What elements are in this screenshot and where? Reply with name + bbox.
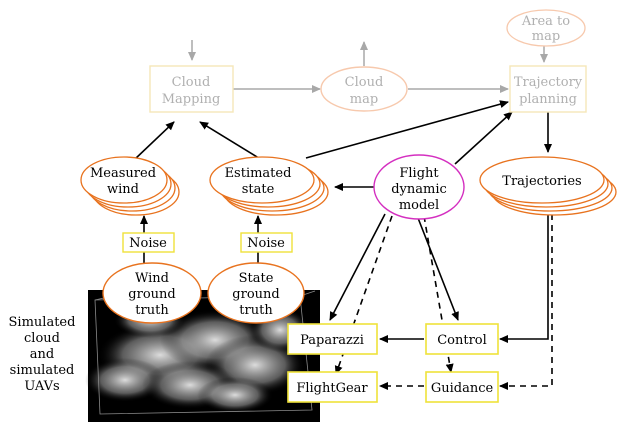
node-cloud-mapping: Cloud Mapping xyxy=(149,65,234,113)
arrow-model-to-planning xyxy=(454,111,513,165)
cloud-map-line1: Cloud xyxy=(345,75,384,90)
side-label-line4: simulated xyxy=(10,363,75,378)
arrow-model-to-paparazzi xyxy=(329,213,386,321)
node-estimated-state: Estimated state xyxy=(209,156,329,216)
trajectory-planning-line1: Trajectory xyxy=(514,75,583,90)
noise-state-label: Noise xyxy=(247,236,285,251)
node-cloud-map: Cloud map xyxy=(320,66,408,112)
arrow-trajectories-to-control xyxy=(499,214,549,343)
cloud-map-line2: map xyxy=(350,92,378,107)
trajectory-planning-line2: planning xyxy=(519,92,577,107)
side-label-line5: UAVs xyxy=(24,379,59,394)
node-measured-wind: Measured wind xyxy=(80,156,180,216)
measured-wind-line2: wind xyxy=(107,182,139,197)
cloud-mapping-line1: Cloud xyxy=(172,75,211,90)
flight-model-line1: Flight xyxy=(399,166,439,181)
area-to-map-line1: Area to xyxy=(521,14,570,29)
arrow-model-to-guidance xyxy=(423,215,454,373)
estimated-state-line2: state xyxy=(242,182,275,197)
edges xyxy=(133,40,553,390)
node-area-to-map: Area to map xyxy=(506,9,586,47)
cloud-mapping-line2: Mapping xyxy=(162,92,221,107)
node-control: Control xyxy=(425,323,499,355)
wind-truth-line1: Wind xyxy=(135,271,169,286)
side-label-line2: cloud xyxy=(24,331,60,346)
state-truth-line2: ground xyxy=(232,287,279,302)
flightgear-label: FlightGear xyxy=(296,381,368,396)
node-trajectories: Trajectories xyxy=(479,156,617,216)
paparazzi-label: Paparazzi xyxy=(300,333,364,348)
node-trajectory-planning: Trajectory planning xyxy=(509,65,587,113)
arrow-state-to-planning xyxy=(305,100,509,159)
node-wind-ground-truth: Wind ground truth xyxy=(102,262,202,324)
measured-wind-line1: Measured xyxy=(90,166,156,181)
flight-model-line3: model xyxy=(399,198,439,213)
side-label-line1: Simulated xyxy=(9,315,76,330)
side-label-line3: and xyxy=(30,347,54,362)
node-noise-state: Noise xyxy=(240,232,293,253)
wind-truth-line2: ground xyxy=(128,287,175,302)
state-truth-line3: truth xyxy=(239,303,273,318)
node-guidance: Guidance xyxy=(425,371,499,403)
noise-wind-label: Noise xyxy=(129,236,167,251)
area-to-map-line2: map xyxy=(532,29,560,44)
trajectories-label: Trajectories xyxy=(502,174,581,189)
arrow-model-to-flightgear xyxy=(334,215,393,375)
estimated-state-line1: Estimated xyxy=(225,166,292,181)
arrow-trajectories-to-guidance xyxy=(499,214,553,390)
state-truth-line1: State xyxy=(239,271,274,286)
arrow-model-to-control xyxy=(417,217,459,321)
flight-model-line2: dynamic xyxy=(391,182,447,197)
wind-truth-line3: truth xyxy=(135,303,169,318)
node-paparazzi: Paparazzi xyxy=(287,323,378,355)
side-label-simulated: Simulated cloud and simulated UAVs xyxy=(9,315,76,394)
arrow-state-to-mapping xyxy=(199,121,263,161)
node-state-ground-truth: State ground truth xyxy=(207,262,305,324)
node-flightgear: FlightGear xyxy=(287,371,378,403)
node-flight-dynamic-model: Flight dynamic model xyxy=(373,154,465,220)
arrow-wind-to-mapping xyxy=(133,121,175,161)
control-label: Control xyxy=(437,333,487,348)
node-noise-wind: Noise xyxy=(122,232,175,253)
guidance-label: Guidance xyxy=(431,381,494,396)
